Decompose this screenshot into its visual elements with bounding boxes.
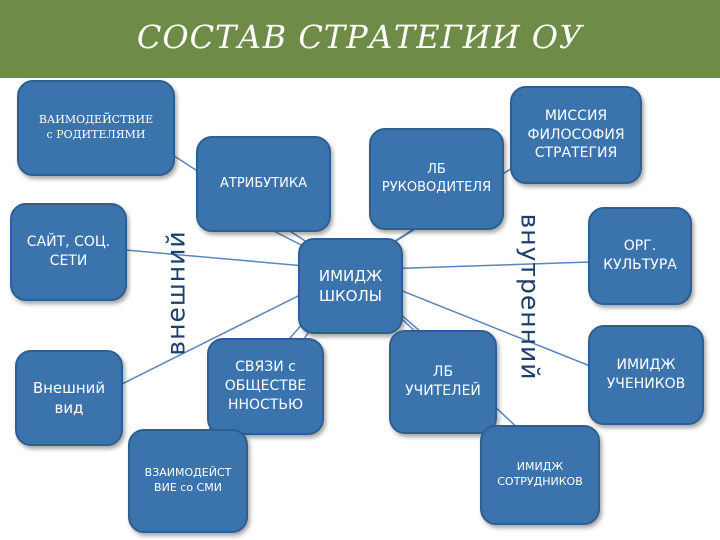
slide-title: СОСТАВ СТРАТЕГИИ ОУ: [136, 18, 584, 56]
node-teachers: ЛБ УЧИТЕЛЕЙ: [389, 330, 497, 434]
node-parents: ВАИМОДЕЙСТВИЕ с РОДИТЕЛЯМИ: [17, 80, 175, 176]
side-label-internal: внутренний: [515, 213, 545, 381]
node-students: ИМИДЖ УЧЕНИКОВ: [588, 325, 704, 425]
node-leader: ЛБ РУКОВОДИТЕЛЯ: [369, 128, 504, 230]
side-label-external: внешний: [161, 230, 191, 356]
node-site: САЙТ, СОЦ. СЕТИ: [10, 203, 127, 301]
node-mission: МИССИЯ ФИЛОСОФИЯ СТРАТЕГИЯ: [510, 86, 642, 184]
title-banner: СОСТАВ СТРАТЕГИИ ОУ: [0, 0, 720, 78]
node-culture: ОРГ. КУЛЬТУРА: [588, 207, 692, 305]
node-appearance: Внешний вид: [15, 350, 123, 446]
node-center: ИМИДЖ ШКОЛЫ: [298, 238, 403, 334]
node-public: СВЯЗИ с ОБЩЕСТВЕ ННОСТЬЮ: [207, 338, 324, 435]
node-media: ВЗАИМОДЕЙСТ ВИЕ со СМИ: [128, 429, 248, 533]
node-staff: ИМИДЖ СОТРУДНИКОВ: [480, 425, 600, 525]
node-attributes: АТРИБУТИКА: [196, 136, 331, 232]
